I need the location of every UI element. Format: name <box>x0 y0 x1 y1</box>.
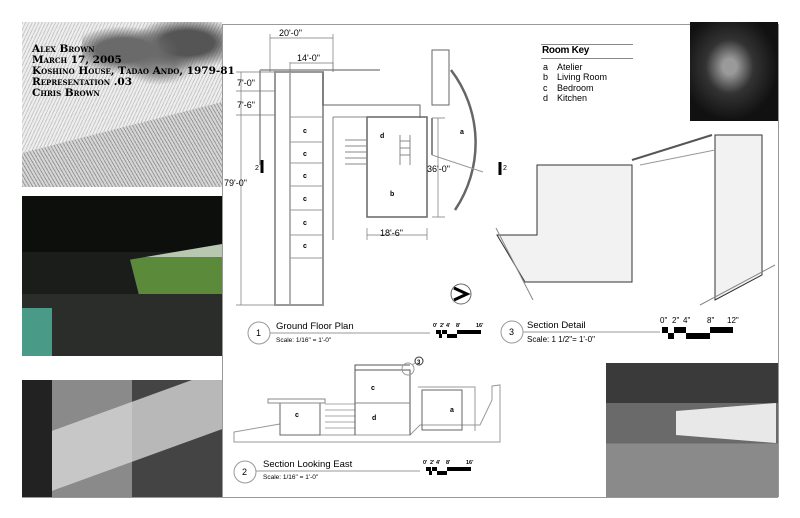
svg-text:a: a <box>460 129 464 136</box>
border-right <box>778 24 779 497</box>
svg-text:c: c <box>303 243 307 250</box>
svg-text:12": 12" <box>727 316 739 325</box>
svg-text:16': 16' <box>466 460 474 466</box>
scale-bar-1: 0'2'4' 8' 16' <box>433 323 484 338</box>
svg-text:0': 0' <box>423 460 428 466</box>
drawing-title-1: 1 Ground Floor Plan Scale: 1/16" = 1'-0" <box>247 321 430 345</box>
svg-text:8': 8' <box>456 323 461 329</box>
svg-text:Scale: 1/16" = 1'-0": Scale: 1/16" = 1'-0" <box>263 474 319 481</box>
living-room-photo <box>606 363 778 497</box>
drawing-title-3: 3 Section Detail Scale: 1 1/2"= 1'-0" <box>500 320 660 344</box>
svg-text:4": 4" <box>683 316 690 325</box>
svg-text:2: 2 <box>242 467 247 477</box>
svg-text:c: c <box>303 220 307 227</box>
svg-text:79'-0": 79'-0" <box>224 178 247 188</box>
concrete-wall-photo <box>22 380 222 497</box>
border-bottom <box>22 497 778 498</box>
svg-text:7'-6": 7'-6" <box>237 100 255 110</box>
title-block: Alex Brown March 17, 2005 Koshino House,… <box>32 44 235 99</box>
svg-text:2': 2' <box>440 323 445 329</box>
north-arrow-icon <box>450 283 472 305</box>
svg-text:1: 1 <box>256 328 261 338</box>
svg-text:d: d <box>380 133 384 140</box>
author: Alex Brown <box>32 43 95 55</box>
svg-text:Section Detail: Section Detail <box>527 320 586 331</box>
svg-text:20'-0": 20'-0" <box>279 28 302 38</box>
svg-text:b: b <box>390 191 394 198</box>
scale-bar-3: 0" 2" 4" 8" 12" <box>660 316 739 339</box>
svg-text:a: a <box>450 407 454 414</box>
svg-text:18'-6": 18'-6" <box>380 228 403 238</box>
svg-text:2: 2 <box>255 165 259 172</box>
floor-plan <box>236 34 502 306</box>
representation: Representation .03 <box>32 76 133 88</box>
svg-text:c: c <box>303 151 307 158</box>
svg-text:4': 4' <box>446 323 451 329</box>
project: Koshino House, Tadao Ando, 1979-81 <box>32 65 235 77</box>
scale-bar-2: 0'2'4' 8' 16' <box>423 460 474 475</box>
svg-text:3: 3 <box>417 360 421 366</box>
svg-text:2': 2' <box>430 460 435 466</box>
site-sketch-image <box>22 22 222 187</box>
svg-text:Scale: 1/16" = 1'-0": Scale: 1/16" = 1'-0" <box>276 337 332 344</box>
svg-text:36'-0": 36'-0" <box>427 164 450 174</box>
svg-text:0': 0' <box>433 323 438 329</box>
svg-text:Section Looking East: Section Looking East <box>263 459 353 470</box>
section-east <box>233 356 501 443</box>
border-top <box>222 24 778 25</box>
svg-text:c: c <box>303 196 307 203</box>
instructor: Chris Brown <box>32 87 100 99</box>
svg-text:7'-0": 7'-0" <box>237 78 255 88</box>
section-detail <box>495 134 776 306</box>
svg-text:8": 8" <box>707 316 714 325</box>
svg-text:2": 2" <box>672 316 679 325</box>
light-slot-photo <box>690 22 778 121</box>
svg-text:4': 4' <box>436 460 441 466</box>
date: March 17, 2005 <box>32 54 122 66</box>
svg-text:c: c <box>371 385 375 392</box>
section-east-labels: c c d a 3 <box>295 360 454 422</box>
svg-text:d: d <box>372 415 376 422</box>
floor-plan-labels: 20'-0" 14'-0" 7'-0" 7'-6" 79'-0" 36'-0" … <box>224 28 507 250</box>
svg-text:Scale: 1 1/2"= 1'-0": Scale: 1 1/2"= 1'-0" <box>527 335 595 344</box>
drawing-title-2: 2 Section Looking East Scale: 1/16" = 1'… <box>233 459 420 484</box>
border-left <box>222 24 223 497</box>
room-key-heading: Room Key <box>541 44 633 59</box>
svg-text:14'-0": 14'-0" <box>297 53 320 63</box>
svg-text:c: c <box>295 412 299 419</box>
svg-text:3: 3 <box>509 327 514 337</box>
svg-text:8': 8' <box>446 460 451 466</box>
svg-text:2: 2 <box>503 165 507 172</box>
svg-text:c: c <box>303 128 307 135</box>
svg-text:c: c <box>303 173 307 180</box>
svg-text:Ground Floor Plan: Ground Floor Plan <box>276 321 354 332</box>
interior-photo <box>22 196 222 356</box>
svg-text:16': 16' <box>476 323 484 329</box>
svg-text:0": 0" <box>660 316 667 325</box>
